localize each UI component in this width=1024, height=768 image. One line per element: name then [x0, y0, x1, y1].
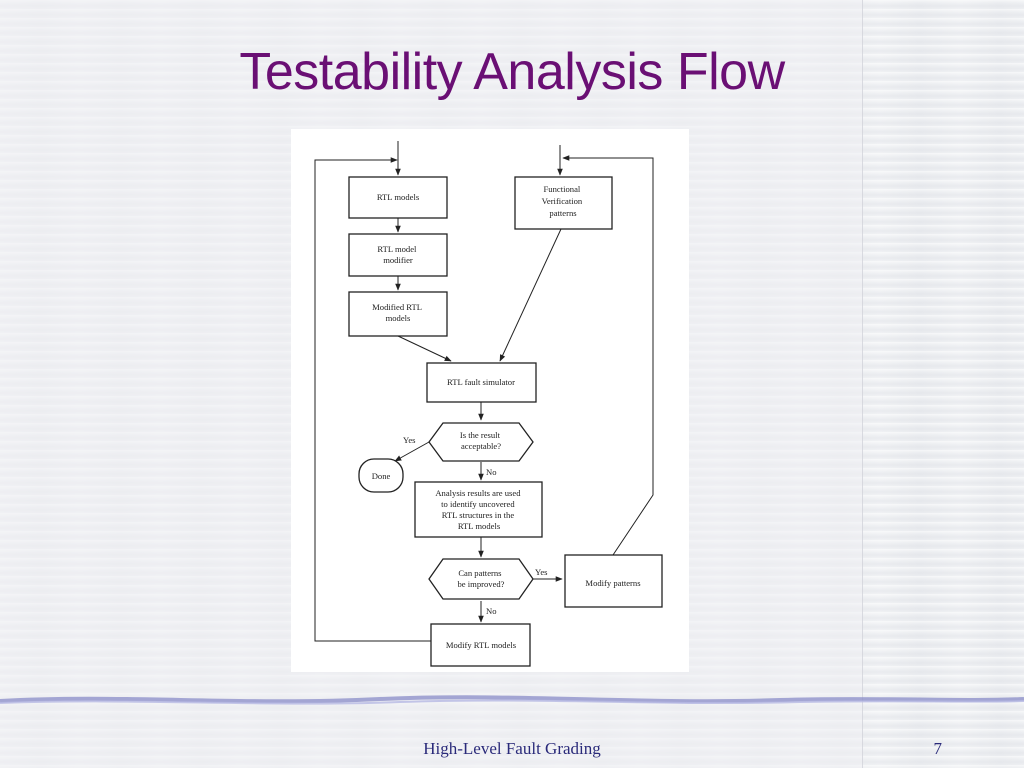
- edge-loop-modify-rtl-to-rtl-models: [314, 159, 431, 642]
- slide-title: Testability Analysis Flow: [239, 43, 785, 101]
- node-is-result-acceptable: [428, 422, 534, 462]
- edge-modified-to-simulator: [397, 335, 452, 362]
- label-rtl-models: RTL models: [377, 192, 420, 202]
- edge-loop-modify-patterns-to-functional: [581, 157, 654, 556]
- label-modify-rtl-models: Modify RTL models: [446, 640, 517, 650]
- edge-label-no-modify-rtl: No: [486, 606, 497, 616]
- footer-divider: [0, 695, 1024, 705]
- label-done: Done: [372, 471, 391, 481]
- label-functional-verification-patterns: Functional Verification patterns: [542, 184, 585, 218]
- node-done: [358, 458, 404, 493]
- node-rtl-models: [348, 176, 448, 219]
- node-rtl-model-modifier: [348, 233, 448, 277]
- node-rtl-fault-simulator: [426, 362, 537, 403]
- node-analysis-results: [414, 481, 543, 538]
- edge-label-yes-modify-patterns: Yes: [535, 567, 548, 577]
- footer-title: High-Level Fault Grading: [423, 739, 601, 758]
- label-modify-patterns: Modify patterns: [585, 578, 641, 588]
- node-functional-verification-patterns: [514, 176, 613, 230]
- node-modified-rtl-models: [348, 291, 448, 337]
- label-rtl-fault-simulator: RTL fault simulator: [447, 377, 515, 387]
- node-modify-patterns: [564, 554, 663, 608]
- label-can-patterns-be-improved: Can patterns be improved?: [457, 568, 504, 589]
- node-can-patterns-be-improved: [428, 558, 534, 600]
- edge-label-no-analysis: No: [486, 467, 497, 477]
- label-analysis-results: Analysis results are used to identify un…: [435, 488, 522, 531]
- label-modified-rtl-models: Modified RTL models: [372, 302, 424, 323]
- label-rtl-model-modifier: RTL model modifier: [377, 244, 418, 265]
- edge-decision1-yes-to-done: [394, 441, 430, 462]
- flowchart-figure: RTL models RTL model modifier Modified R…: [291, 129, 689, 672]
- edge-functional-to-simulator: [499, 228, 562, 362]
- label-is-result-acceptable: Is the result acceptable?: [460, 430, 502, 451]
- edge-label-yes-done: Yes: [403, 435, 416, 445]
- node-modify-rtl-models: [430, 623, 531, 667]
- page-number: 7: [933, 739, 943, 758]
